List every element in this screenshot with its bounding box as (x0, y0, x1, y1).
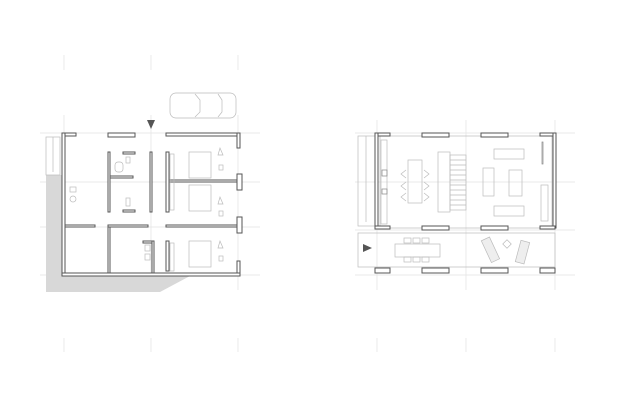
entry-stairs (45, 136, 61, 176)
terrain-hatch (46, 175, 190, 292)
ground-floor-plan (45, 92, 243, 292)
exterior-stairs (357, 135, 376, 227)
entrance-arrow-icon (363, 244, 372, 252)
car-icon (169, 92, 237, 119)
grid-lines (40, 55, 575, 352)
upper-floor-plan (357, 132, 557, 274)
furniture (380, 139, 549, 265)
entrance-arrow-icon (147, 120, 155, 129)
furniture (69, 146, 224, 272)
